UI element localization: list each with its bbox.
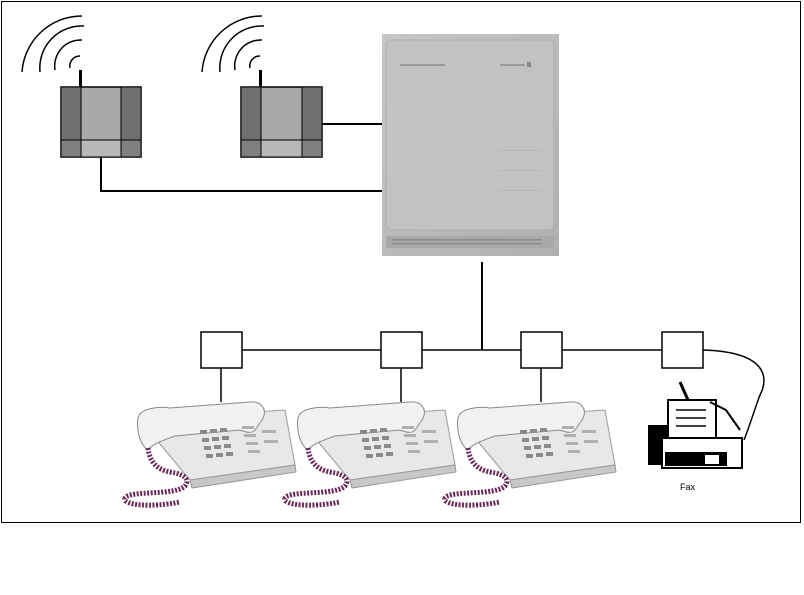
fax-label: Fax: [680, 482, 696, 492]
telephone-3: [445, 402, 616, 505]
pbx-unit: [382, 34, 559, 256]
wireless-signal-icon: [202, 16, 264, 72]
connection-line: [101, 157, 382, 191]
junction-box: [662, 332, 703, 368]
junction-box: [201, 332, 242, 368]
telephone-1: [125, 402, 296, 505]
wireless-signal-icon: [22, 16, 84, 72]
telephone-2: [285, 402, 456, 505]
junction-box: [381, 332, 422, 368]
base-station-2: [241, 70, 322, 157]
junction-box: [521, 332, 562, 368]
fax-machine-icon: [648, 382, 742, 468]
base-station-1: [61, 70, 141, 157]
